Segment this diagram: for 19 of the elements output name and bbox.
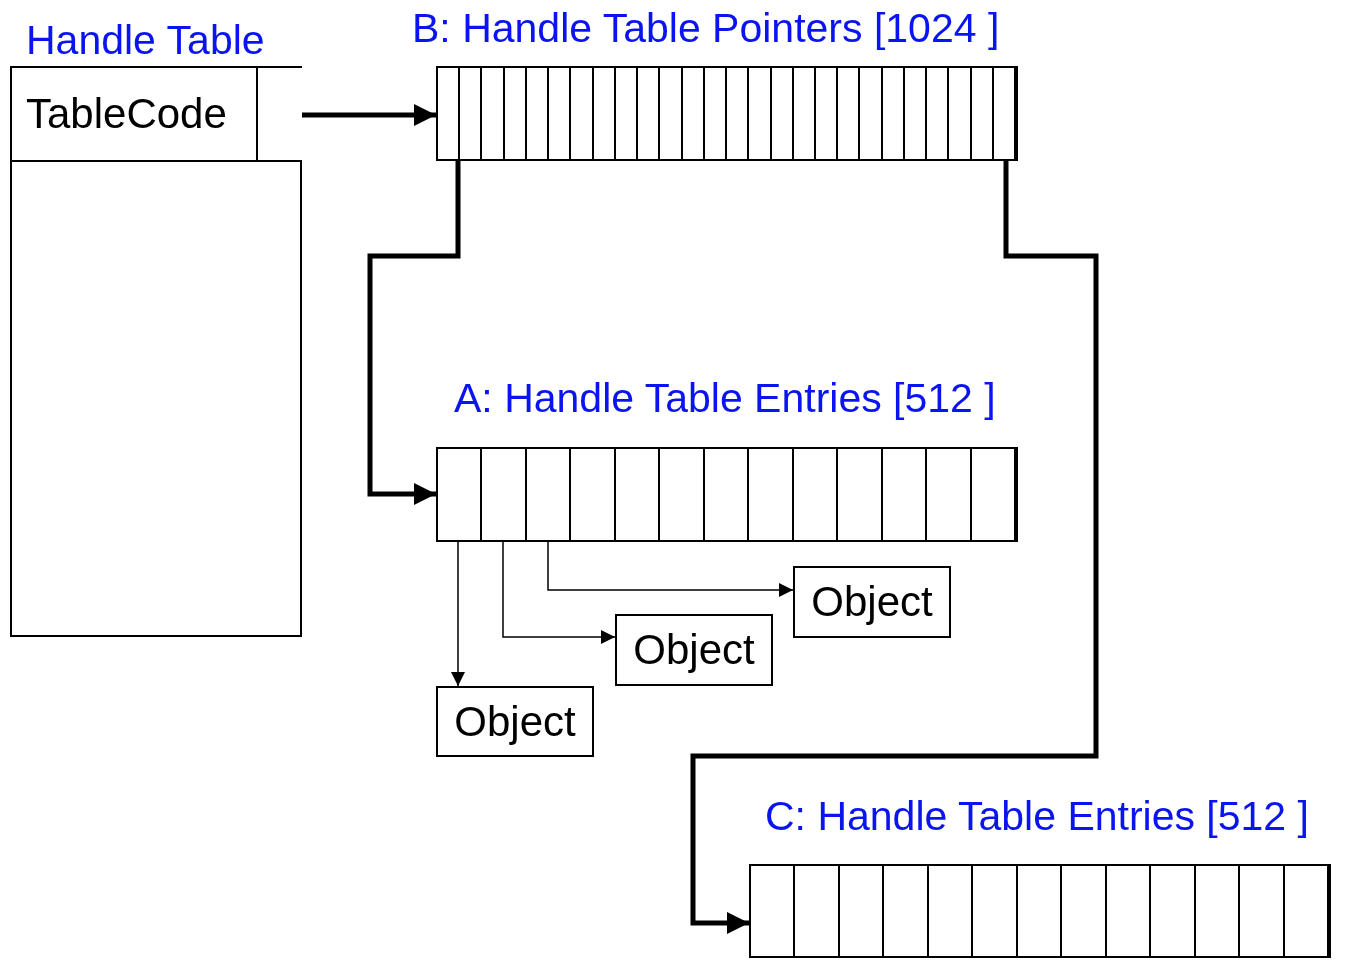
table-code-cell (12, 68, 258, 162)
arrow (502, 541, 616, 644)
arrow (451, 541, 465, 687)
array-heading: Handle Table (26, 16, 265, 64)
object-box (436, 686, 594, 757)
arrow (302, 104, 436, 126)
object-box (615, 614, 773, 686)
field-label: Object (633, 626, 755, 674)
pointer-cell (258, 68, 302, 162)
arrow (367, 161, 461, 505)
field-label: Object (454, 697, 576, 746)
object-box (793, 566, 951, 638)
field-label: TableCode (26, 90, 227, 138)
arrow (547, 541, 794, 597)
array-heading: C: Handle Table Entries [512 ] (765, 792, 1309, 840)
array-heading: B: Handle Table Pointers [1024 ] (412, 4, 1000, 52)
array-heading: A: Handle Table Entries [512 ] (454, 374, 996, 422)
arrow (690, 161, 1099, 934)
field-label: Object (811, 578, 933, 626)
